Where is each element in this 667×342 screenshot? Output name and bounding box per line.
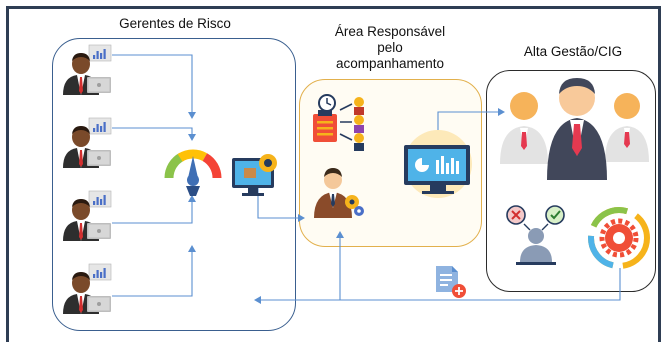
- risk-manager-4-icon: [62, 263, 112, 315]
- arrow-monitor-to-area: [257, 188, 305, 222]
- responsible-area-title-line1: Área Responsável: [334, 24, 446, 39]
- risk-manager-1-icon: [62, 44, 112, 96]
- cycle-gear-icon: [588, 207, 650, 269]
- risk-manager-3-icon: [62, 190, 112, 242]
- manager-with-gears-icon: [314, 168, 364, 218]
- executive-team-icon: [500, 78, 649, 180]
- risk-managers-group: [52, 38, 296, 331]
- dashboard-monitor-icon: [404, 130, 472, 198]
- responsible-area-title-line3: acompanhamento: [335, 56, 445, 71]
- risk-gauge-icon: [164, 149, 222, 196]
- arrow-manager4-to-gauge: [112, 245, 196, 297]
- task-workflow-icon: [313, 94, 364, 151]
- top-management-title: Alta Gestão/CIG: [523, 44, 623, 59]
- arrow-feedback-to-area: [336, 231, 621, 301]
- risk-manager-2-icon: [62, 117, 112, 169]
- arrow-manager3-to-gauge: [112, 195, 196, 224]
- responsible-area-title-line2: pelo: [377, 40, 403, 55]
- arrow-manager2-to-gauge: [112, 127, 196, 141]
- outer-frame: [6, 6, 661, 342]
- report-document-icon: [436, 266, 466, 298]
- risk-managers-title: Gerentes de Risco: [119, 16, 231, 31]
- top-management-group: [486, 70, 656, 292]
- computer-settings-icon: [232, 154, 277, 196]
- arrow-manager1-to-gauge: [112, 54, 196, 119]
- approve-reject-decision-icon: [506, 205, 565, 265]
- responsible-area-title: Área Responsável pelo acompanhamento: [320, 24, 460, 72]
